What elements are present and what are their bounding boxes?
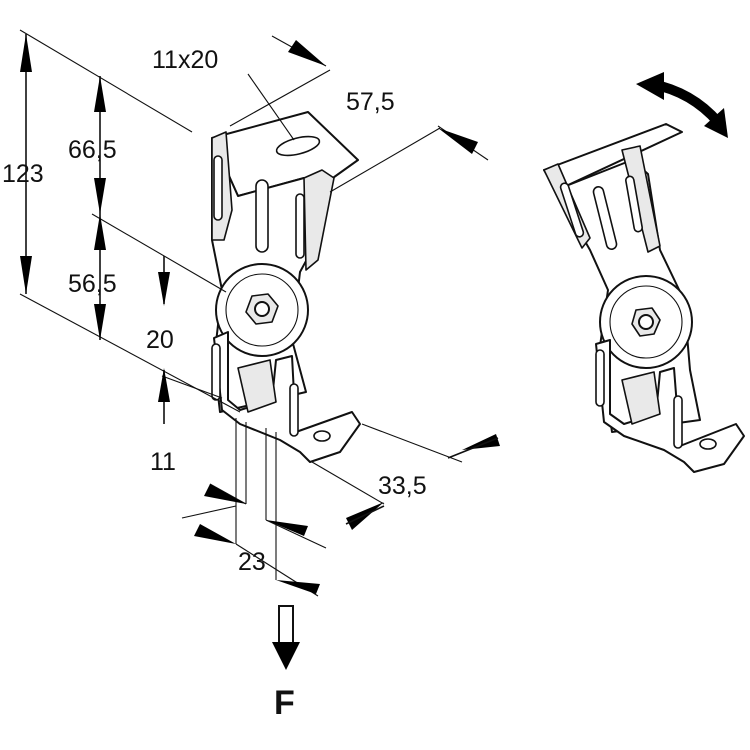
bracket-rotated [543, 123, 745, 473]
base-hole [313, 430, 331, 442]
pivot-ring [225, 273, 299, 347]
right-flange [303, 169, 335, 271]
bracket-main [211, 111, 361, 463]
dim-base-width: 33,5 [378, 472, 427, 500]
dim-slot-offset: 11 [150, 448, 176, 476]
lower-plate [213, 331, 361, 463]
base-channel [237, 359, 277, 413]
dim-upper-height: 66,5 [68, 136, 117, 164]
dim-top-width: 57,5 [346, 88, 395, 116]
lower-right-slot [289, 383, 299, 437]
dim-slot-size: 11x20 [152, 46, 218, 74]
right-slot [295, 193, 305, 259]
center-slot [255, 179, 269, 253]
left-slot [213, 155, 223, 221]
dim-lower-height: 56,5 [68, 270, 117, 298]
rotation-arrow-icon [636, 72, 728, 138]
force-arrow [272, 605, 300, 670]
dim-base-gap: 23 [238, 548, 266, 576]
dim-mid-offset: 20 [146, 326, 174, 354]
pivot-bolt [254, 301, 270, 317]
force-label: F [274, 684, 295, 722]
top-slot [275, 135, 321, 157]
lower-left-slot [211, 343, 221, 401]
dimension-lines [19, 29, 500, 597]
dim-overall-height: 123 [2, 160, 44, 188]
